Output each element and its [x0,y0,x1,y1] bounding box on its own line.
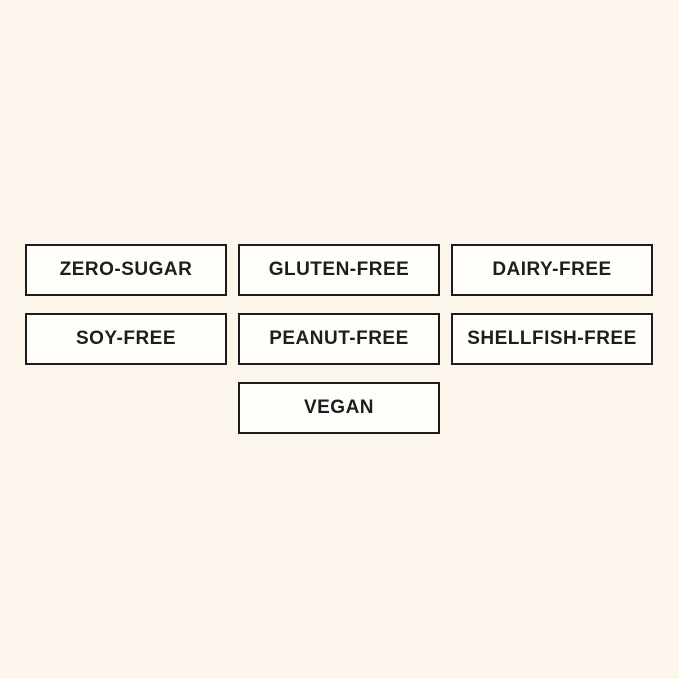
badge-peanut-free-label: PEANUT-FREE [269,328,409,349]
badge-peanut-free[interactable]: PEANUT-FREE [238,313,440,365]
badge-zero-sugar[interactable]: ZERO-SUGAR [25,244,227,296]
badge-vegan-label: VEGAN [303,397,375,418]
badge-soy-free[interactable]: SOY-FREE [25,313,227,365]
badge-vegan[interactable]: VEGAN [238,382,440,434]
badge-shellfish-free-label: SHELLFISH-FREE [467,328,637,349]
badge-soy-free-label: SOY-FREE [75,328,177,349]
dietary-badge-grid: ZERO-SUGAR GLUTEN-FREE DAIRY-FREE SOY-FR… [25,244,653,434]
badge-gluten-free[interactable]: GLUTEN-FREE [238,244,440,296]
badge-shellfish-free[interactable]: SHELLFISH-FREE [451,313,653,365]
badge-gluten-free-label: GLUTEN-FREE [268,259,410,280]
badge-dairy-free[interactable]: DAIRY-FREE [451,244,653,296]
badge-dairy-free-label: DAIRY-FREE [492,259,612,280]
badge-zero-sugar-label: ZERO-SUGAR [59,259,193,280]
